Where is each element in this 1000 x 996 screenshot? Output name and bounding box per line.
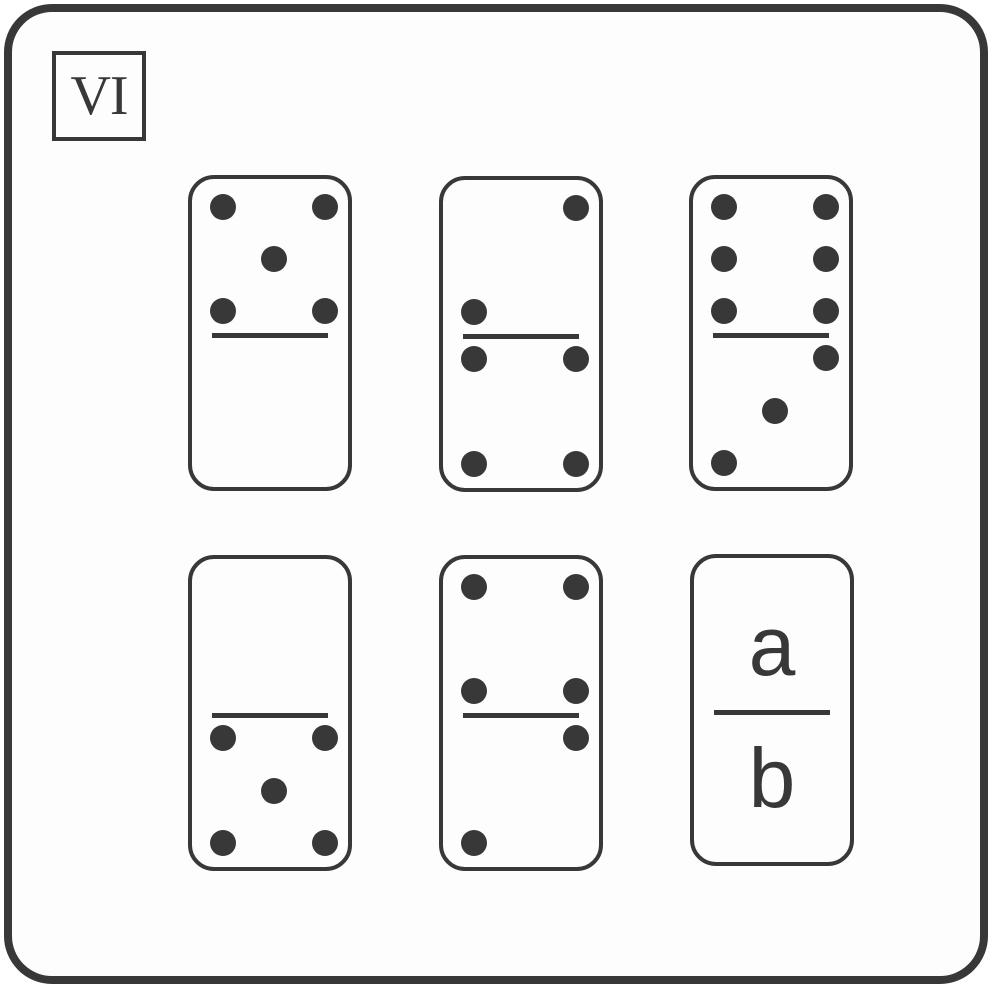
bottom-pip (461, 451, 487, 477)
tile-divider (463, 334, 579, 339)
bottom-pip (711, 450, 737, 476)
bottom-pip (813, 345, 839, 371)
top-pip (461, 299, 487, 325)
top-pip (813, 194, 839, 220)
tile-divider (212, 713, 328, 718)
top-pip (210, 194, 236, 220)
domino-tile-3 (689, 175, 853, 491)
answer-top-label: a (748, 599, 796, 693)
bottom-pip (563, 725, 589, 751)
tile-divider (713, 333, 829, 338)
domino-tile-1 (188, 175, 352, 491)
top-pip (711, 194, 737, 220)
top-pip (261, 246, 287, 272)
top-pip (711, 298, 737, 324)
domino-tile-2 (439, 176, 603, 492)
answer-bottom-label: b (748, 731, 796, 825)
bottom-pip (762, 398, 788, 424)
answer-tile: a b (690, 554, 854, 866)
bottom-pip (563, 451, 589, 477)
tile-divider (463, 713, 579, 718)
bottom-pip (312, 725, 338, 751)
bottom-pip (210, 725, 236, 751)
top-pip (813, 298, 839, 324)
bottom-pip (312, 830, 338, 856)
top-pip (461, 678, 487, 704)
top-pip (563, 678, 589, 704)
bottom-pip (210, 830, 236, 856)
bottom-pip (261, 778, 287, 804)
top-pip (312, 298, 338, 324)
bottom-pip (461, 830, 487, 856)
domino-tile-5 (439, 555, 603, 871)
tile-divider (212, 333, 328, 338)
top-pip (210, 298, 236, 324)
top-pip (461, 574, 487, 600)
top-pip (813, 246, 839, 272)
top-pip (711, 246, 737, 272)
puzzle-number: VI (52, 51, 146, 141)
bottom-pip (563, 346, 589, 372)
domino-tile-4 (188, 555, 352, 871)
tile-divider (714, 710, 830, 715)
top-pip (563, 195, 589, 221)
top-pip (312, 194, 338, 220)
bottom-pip (461, 346, 487, 372)
top-pip (563, 574, 589, 600)
